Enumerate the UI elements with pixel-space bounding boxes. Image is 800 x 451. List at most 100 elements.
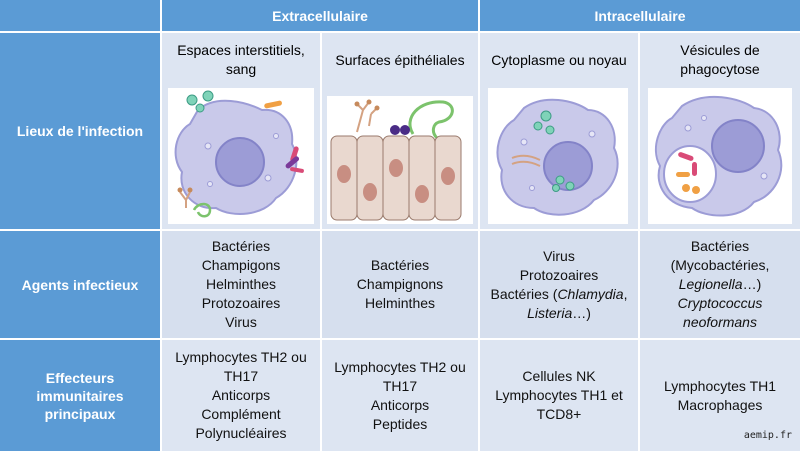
agent-item: Helminthes xyxy=(364,295,436,311)
illustration-interstitial xyxy=(168,88,314,224)
corner-cell xyxy=(0,0,160,31)
effector-item: Lymphocytes TH2 ou xyxy=(334,358,466,375)
agent-genus: Chlamydia xyxy=(557,285,624,302)
location-title-line: sang xyxy=(225,61,257,77)
agent-item: Legionella…) xyxy=(679,275,762,294)
vesicle xyxy=(273,133,279,139)
vesicle xyxy=(529,185,535,191)
agent-item: neoformans xyxy=(683,314,757,330)
effector-item: Anticorps xyxy=(211,387,271,403)
helminth-icon xyxy=(192,202,212,218)
fungus-icon xyxy=(682,184,690,192)
protozoa-icon xyxy=(511,154,541,167)
effector-item: Lymphocytes TH1 et xyxy=(495,387,623,403)
agent-item: Bactéries xyxy=(690,238,750,254)
effectors-epithelial: Lymphocytes TH2 ou TH17 Anticorps Peptid… xyxy=(322,340,478,451)
agents-interstitial: Bactéries Champigons Helminthes Protozoa… xyxy=(162,231,320,338)
agent-item: Helminthes xyxy=(205,276,277,292)
helminth-icon xyxy=(408,100,454,140)
bacterium-icon xyxy=(390,125,400,135)
bacterium-icon xyxy=(285,156,300,169)
bacterium-icon xyxy=(678,152,694,161)
effectors-label-line: principaux xyxy=(44,405,116,422)
effectors-label-line: immunitaires xyxy=(36,387,124,404)
bacterium-icon xyxy=(400,125,410,135)
agent-item: Protozoaires xyxy=(519,266,599,283)
nucleus xyxy=(215,137,265,187)
agents-epithelial: Bactéries Champignons Helminthes xyxy=(322,231,478,338)
effectors-interstitial: Lymphocytes TH2 ou TH17 Anticorps Complé… xyxy=(162,340,320,451)
watermark: aemip.fr xyxy=(743,430,792,441)
effectors-vesicles: Lymphocytes TH1 Macrophages xyxy=(640,340,800,451)
vesicle xyxy=(684,124,692,132)
agent-item: Champigons xyxy=(201,257,281,273)
bacterium-icon xyxy=(290,167,304,173)
agents-cytoplasm: Virus Protozoaires Bactéries (Chlamydia,… xyxy=(480,231,638,338)
effectors-label-line: Effecteurs xyxy=(45,369,115,386)
epithelial-cell xyxy=(356,135,384,221)
agent-item: Virus xyxy=(543,247,575,264)
bacterium-icon xyxy=(290,146,299,162)
illustration-epithelial xyxy=(327,96,473,224)
effectors-cytoplasm: Cellules NK Lymphocytes TH1 et TCD8+ xyxy=(480,340,638,451)
fungus-icon xyxy=(356,101,378,133)
location-title-cytoplasm: Cytoplasme ou noyau xyxy=(491,51,627,68)
epithelial-cell xyxy=(408,135,436,221)
virus-icon xyxy=(186,94,198,106)
agent-item: Listeria…) xyxy=(527,304,591,323)
location-title-line: Espaces interstitiels, xyxy=(177,42,305,58)
epithelial-cell xyxy=(382,135,410,221)
agent-item: Champignons xyxy=(356,276,444,292)
vesicle xyxy=(760,172,768,180)
header-extracellular: Extracellulaire xyxy=(162,0,478,31)
bacterium-icon xyxy=(264,100,282,109)
fungus-spore xyxy=(374,105,380,111)
agent-genus: Legionella xyxy=(678,276,743,292)
row-label-effectors: Effecteurs immunitaires principaux xyxy=(0,340,160,451)
location-title-epithelial: Surfaces épithéliales xyxy=(335,51,465,68)
effector-item: TCD8+ xyxy=(536,406,582,422)
agent-item: Bactéries xyxy=(370,257,430,273)
effector-item: Complément xyxy=(201,406,281,422)
nucleus xyxy=(711,119,765,173)
agent-text: , xyxy=(623,285,628,302)
effector-item: TH17 xyxy=(382,377,418,394)
epithelial-nucleus xyxy=(441,167,455,185)
header-intracellular: Intracellulaire xyxy=(480,0,800,31)
agent-genus: Listeria xyxy=(527,304,573,321)
virus-icon xyxy=(555,175,565,185)
fungus-spore xyxy=(187,187,193,193)
bacterium-icon xyxy=(692,162,697,176)
virus-icon xyxy=(202,90,214,102)
effector-item: TH17 xyxy=(223,368,259,384)
illustration-cytoplasm xyxy=(488,88,628,224)
agents-vesicles: Bactéries (Mycobactéries, Legionella…) C… xyxy=(640,231,800,338)
effector-item: Cellules NK xyxy=(522,368,596,384)
epithelial-nucleus xyxy=(389,159,403,177)
bacterium-icon xyxy=(676,172,690,177)
vesicle xyxy=(204,142,212,150)
fungus-spore xyxy=(354,101,360,107)
vesicle xyxy=(207,181,213,187)
effector-item: Macrophages xyxy=(677,396,763,413)
vesicle xyxy=(520,138,528,146)
location-title-line: phagocytose xyxy=(680,61,760,77)
effector-item: Lymphocytes TH2 ou xyxy=(175,349,307,365)
location-title-line: Vésicules de xyxy=(680,42,760,58)
fungus-icon xyxy=(692,186,700,194)
agent-item: Bactéries xyxy=(211,238,271,254)
agent-item: Virus xyxy=(225,314,257,330)
epithelial-nucleus xyxy=(337,165,351,183)
location-title-interstitial: Espaces interstitiels, sang xyxy=(162,38,320,82)
vesicle xyxy=(588,130,596,138)
fungus-spore xyxy=(366,99,372,105)
effector-item: Lymphocytes TH1 xyxy=(663,377,777,394)
agent-text: …) xyxy=(742,276,762,292)
epithelial-nucleus xyxy=(363,183,377,201)
row-label-infection-sites: Lieux de l'infection xyxy=(0,33,160,229)
virus-icon xyxy=(195,103,205,113)
virus-icon xyxy=(552,184,560,192)
epithelial-nucleus xyxy=(415,185,429,203)
agent-text: …) xyxy=(572,304,591,321)
vesicle xyxy=(264,174,272,182)
